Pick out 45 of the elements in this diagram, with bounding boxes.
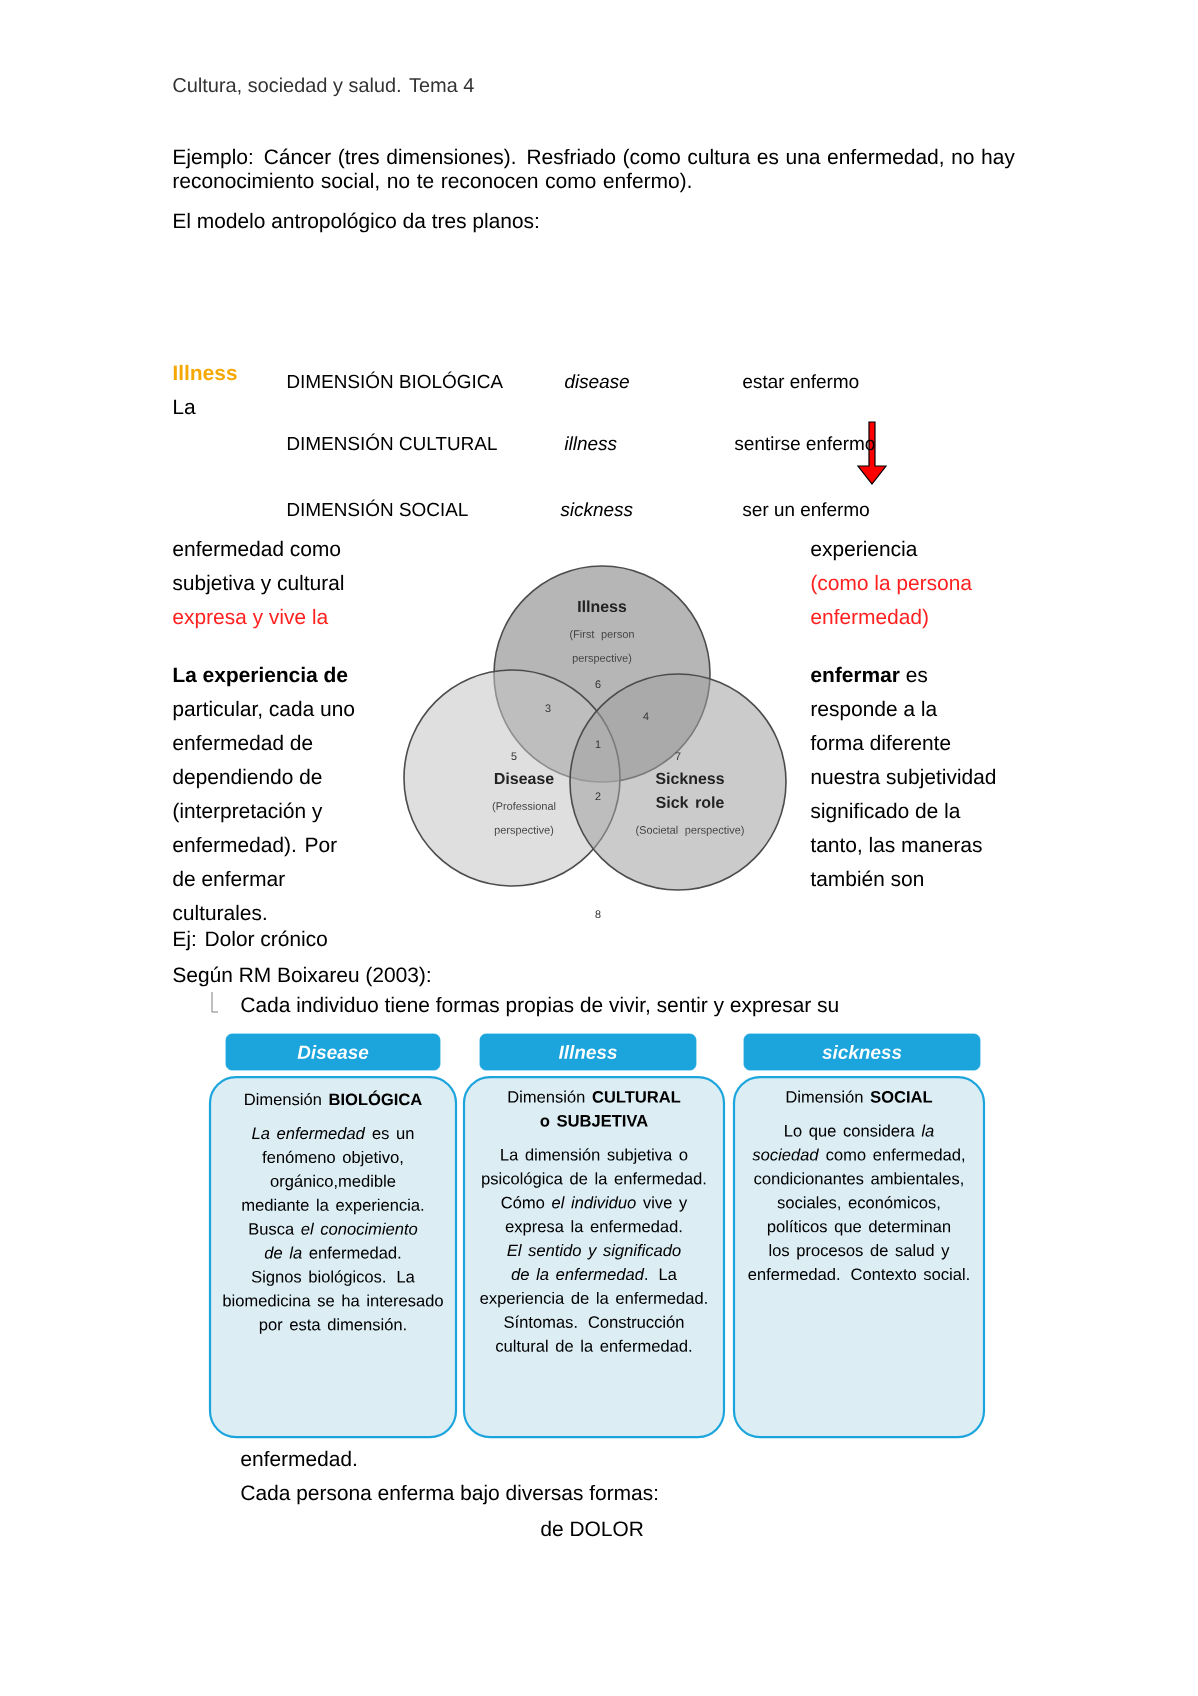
body-text: La — [174, 399, 196, 415]
term-text: disease — [565, 374, 629, 389]
term-text: illness — [564, 436, 617, 451]
body-text: forma diferente — [810, 734, 951, 751]
content-box: Dimensión CULTURAL o SUBJETIVA La dimensión subjetiva o psicológica de la enfermedad. Cómo el individuo vive y expresa la enfermedad. El sentido y significado de la enfermedad. La experiencia de la enfermedad. Síntomas. Construcción cultural de la enfermedad. — [462, 1076, 726, 1439]
body-text: expresa y vive la — [173, 608, 329, 629]
content-box: Dimensión SOCIAL Lo que considera la sociedad como enfermedad, condicionantes ambientales, sociales, económicos, políticos que determinan los procesos de salud y enfermedad. Contexto social. — [732, 1076, 986, 1439]
body-text: Cada individuo tiene formas propias de vivir, sentir y expresar su — [241, 996, 838, 1017]
term-text: sickness — [560, 502, 633, 517]
body-text: (interpretación y — [173, 802, 323, 823]
body-text: Ej: Dolor crónico — [174, 930, 327, 951]
term-text: Illness — [173, 364, 237, 381]
dimension-text: DIMENSIÓN CULTURAL — [287, 433, 497, 451]
body-text: enfermedad). Por — [173, 836, 337, 857]
body-text: culturales. — [173, 904, 266, 921]
body-text: subjetiva y cultural — [173, 574, 344, 595]
body-text: también son — [810, 870, 923, 887]
body-text: tanto, las maneras — [810, 836, 982, 855]
body-text: Cada persona enferma bajo diversas formas: — [241, 1484, 658, 1505]
body-text: enfermedad) — [811, 608, 928, 629]
header-box: sickness — [743, 1033, 981, 1071]
body-text: responde a la — [811, 700, 938, 721]
body-text: enfermedad como — [173, 540, 341, 557]
body-text: dependiendo de — [173, 768, 322, 789]
dimension-text: estar enfermo — [743, 374, 859, 389]
header-box: Disease — [225, 1033, 441, 1071]
body-text: experiencia — [811, 540, 918, 561]
body-text: El modelo antropológico da tres planos: — [174, 212, 538, 233]
body-text: (como la persona — [811, 574, 972, 595]
body-text: de DOLOR — [541, 1520, 643, 1537]
header-text: Cultura, sociedad y salud. Tema 4 — [173, 77, 474, 97]
paragraph: Ejemplo: Cáncer (tres dimensiones). Resfriado (como cultura es una enfermedad, no hay reconocimiento social, no te reconocen como enfermo). — [173, 148, 1015, 193]
body-text: de enfermar — [173, 870, 285, 887]
body-text: enfermar es — [811, 666, 928, 683]
dimension-text: DIMENSIÓN BIOLÓGICA — [287, 371, 503, 389]
dimension-text: DIMENSIÓN SOCIAL — [287, 499, 468, 517]
dimension-text: ser un enfermo — [742, 502, 869, 517]
body-text: La experiencia de — [173, 666, 348, 687]
body-text: Según RM Boixareu (2003): — [173, 966, 430, 987]
header-box: Illness — [479, 1033, 697, 1071]
body-text: significado de la — [811, 802, 961, 823]
body-text: particular, cada uno — [173, 700, 355, 721]
content-box: Dimensión BIOLÓGICA La enfermedad es un fenómeno objetivo, orgánico,medible mediante la experiencia. Busca el conocimiento de la enfermedad. Signos biológicos. La biomedicina se ha interesado por esta dimensión. — [208, 1076, 458, 1439]
body-text: enfermedad de — [173, 734, 313, 751]
body-text: nuestra subjetividad — [811, 768, 996, 789]
